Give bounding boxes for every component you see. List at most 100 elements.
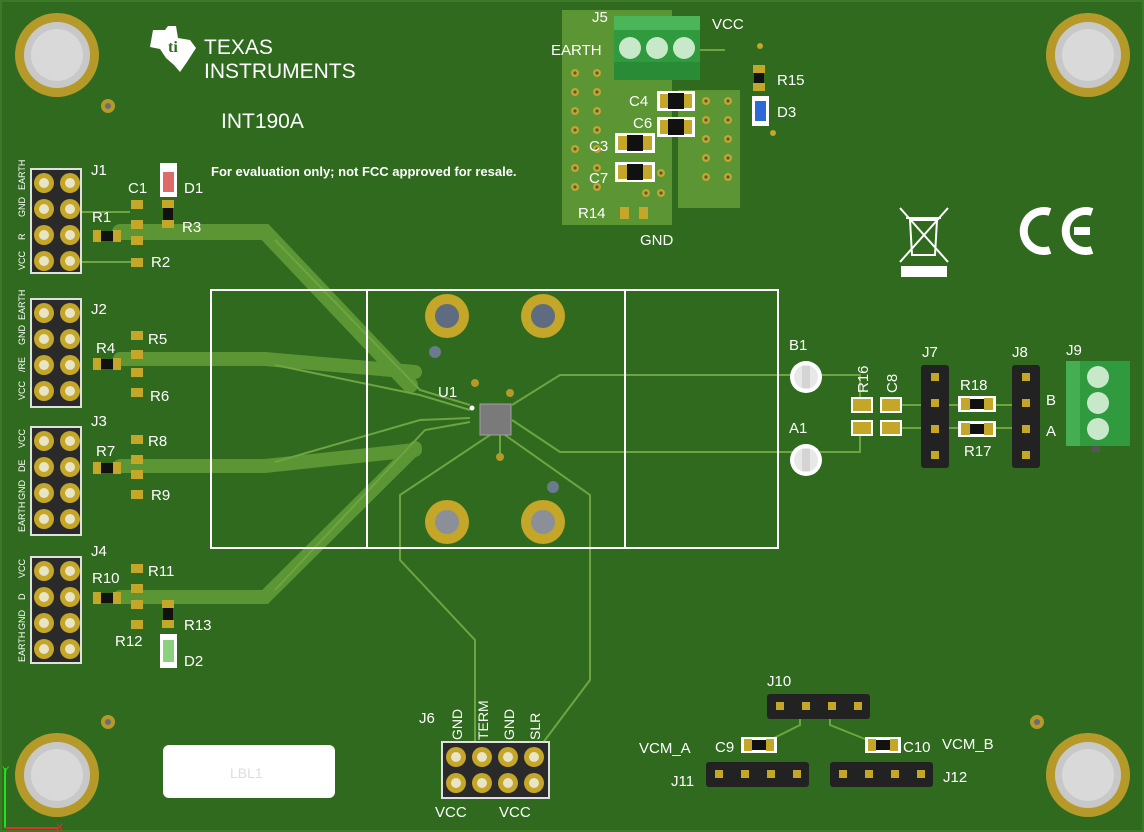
header-pin (60, 303, 80, 323)
via (571, 145, 579, 153)
j4-pin-labels: VCC D GND EARTH (17, 558, 27, 662)
svg-text:VCC: VCC (17, 380, 27, 400)
mounting-holes (15, 13, 1130, 817)
j5-vcc-label: VCC (712, 16, 744, 33)
svg-text:R5: R5 (148, 331, 167, 348)
header-pin (34, 561, 54, 581)
header-pin (472, 747, 492, 767)
svg-text:C3: C3 (589, 138, 608, 155)
svg-text:R14: R14 (578, 205, 606, 222)
j6-pins (446, 747, 544, 793)
header-pin (931, 425, 939, 433)
header-pin (34, 639, 54, 659)
j6-top-labels: GND TERM GND SLR (449, 700, 543, 740)
terminal-block-j5[interactable] (614, 16, 700, 80)
bottom-header-pins (715, 702, 925, 778)
testpoint-b1[interactable] (790, 361, 822, 393)
j12-label: J12 (943, 769, 967, 786)
j7-label: J7 (922, 344, 938, 361)
c10-label: C10 (903, 739, 931, 756)
j6-vcc-right: VCC (499, 804, 531, 821)
testpoint-a1[interactable] (790, 444, 822, 476)
svg-text:R12: R12 (115, 633, 143, 650)
svg-text:R6: R6 (150, 388, 169, 405)
header-pin (60, 587, 80, 607)
header-pin (1022, 373, 1030, 381)
header-pin (802, 702, 810, 710)
c9-label: C9 (715, 739, 734, 756)
smd-right (851, 396, 996, 437)
iso-pad-2 (521, 294, 565, 338)
header-pin (60, 509, 80, 529)
svg-text:R9: R9 (151, 487, 170, 504)
smd-bottom (741, 737, 901, 753)
via (571, 69, 579, 77)
header-pin (34, 225, 54, 245)
via (724, 154, 732, 162)
svg-text:GND: GND (17, 325, 27, 346)
j9-a-label: A (1046, 423, 1056, 440)
j1-label: J1 (91, 162, 107, 179)
via (657, 189, 665, 197)
header-pin (34, 381, 54, 401)
header-pin (60, 225, 80, 245)
j2-label: J2 (91, 301, 107, 318)
terminal-block-j9[interactable] (1066, 361, 1130, 452)
u1-label: U1 (438, 384, 457, 401)
header-pin (34, 483, 54, 503)
mounting-hole-bl (15, 733, 99, 817)
left-header-pins (34, 173, 80, 659)
header-pin (793, 770, 801, 778)
iso-pad-1 (425, 294, 469, 338)
a1-label: A1 (789, 420, 807, 437)
svg-text:D1: D1 (184, 180, 203, 197)
via (724, 173, 732, 181)
header-j8[interactable] (1012, 365, 1040, 468)
smd-top (615, 43, 776, 219)
header-pin (60, 329, 80, 349)
weee-bin-icon (899, 207, 949, 277)
svg-text:R11: R11 (148, 563, 174, 580)
axis-indicator: Y X (2, 765, 64, 832)
logo-texas: TEXAS (204, 36, 273, 59)
via (593, 88, 601, 96)
svg-text:R3: R3 (182, 219, 201, 236)
header-pin (1022, 451, 1030, 459)
via (571, 88, 579, 96)
r16-label: R16 (855, 365, 872, 393)
header-pin (446, 747, 466, 767)
via (702, 154, 710, 162)
svg-text:C6: C6 (633, 115, 652, 132)
header-j7[interactable] (921, 365, 949, 468)
header-pin (34, 355, 54, 375)
j11-label: J11 (671, 773, 694, 790)
header-pin (60, 613, 80, 633)
svg-text:GND: GND (449, 709, 465, 740)
header-pin (34, 509, 54, 529)
u1-chip[interactable] (469, 403, 512, 436)
j6-label: J6 (419, 710, 435, 727)
svg-text:R7: R7 (96, 443, 115, 460)
svg-text:R4: R4 (96, 340, 115, 357)
via (657, 169, 665, 177)
svg-text:C4: C4 (629, 93, 648, 110)
r18-label: R18 (960, 377, 988, 394)
header-j10[interactable] (767, 694, 870, 719)
header-pin (741, 770, 749, 778)
svg-text:C1: C1 (128, 180, 147, 197)
header-pin (891, 770, 899, 778)
top-part-labels: R15 C4 D3 C6 C3 C7 R14 GND (578, 72, 805, 249)
header-j12[interactable] (830, 762, 933, 787)
header-pin (865, 770, 873, 778)
header-pin (34, 173, 54, 193)
svg-text:GND: GND (17, 197, 27, 218)
header-pin (715, 770, 723, 778)
mounting-hole-tr (1046, 13, 1130, 97)
label-placeholder: LBL1 (230, 765, 263, 781)
header-pin (776, 702, 784, 710)
disclaimer-text: For evaluation only; not FCC approved fo… (211, 164, 517, 179)
j3-label: J3 (91, 413, 107, 430)
header-j11[interactable] (706, 762, 809, 787)
via (571, 164, 579, 172)
